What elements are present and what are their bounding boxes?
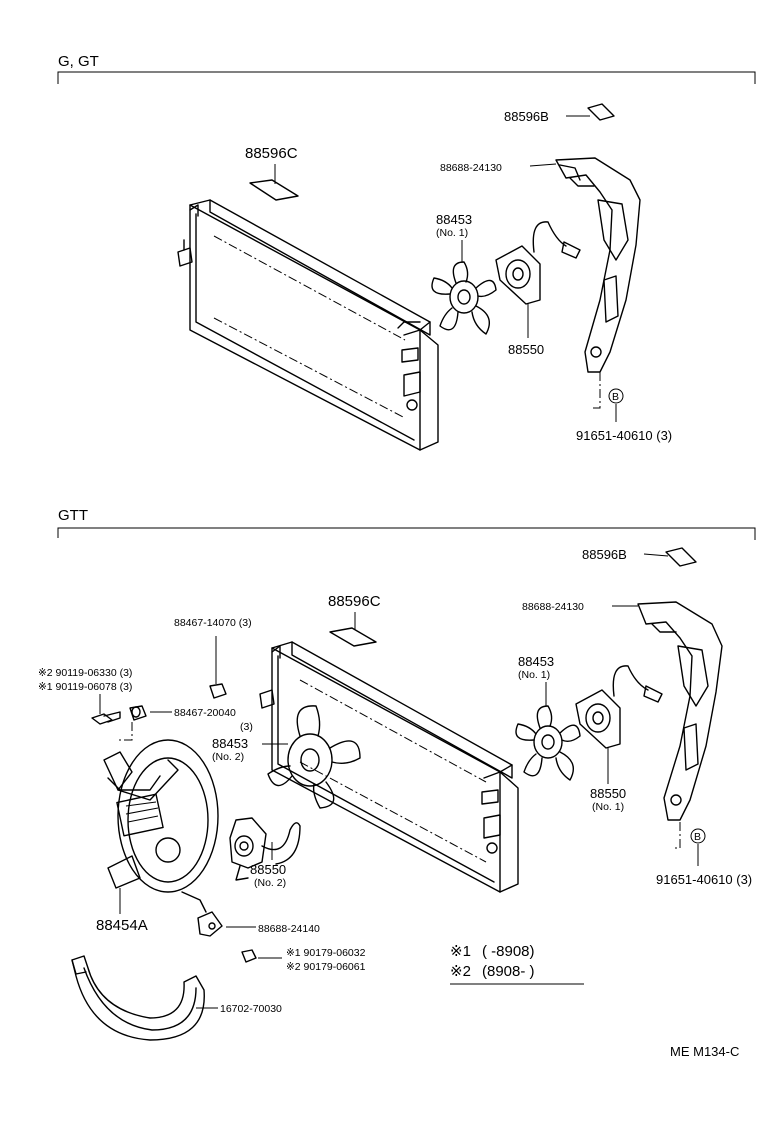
label-88453-no1-lower: 88453 [518,654,554,669]
label-88596c-lower: 88596C [328,593,381,610]
label-88596b-lower: 88596B [582,547,627,562]
legend-box: ※1 ( -8908) ※2 (8908- ) [450,943,584,985]
label-88467-14070: 88467-14070 (3) [174,617,252,629]
circle-b-lower: B [694,831,701,843]
bolt-90179 [241,949,257,963]
label-88550-no2-lower: 88550 [250,862,286,877]
label-star2-90179: ※2 90179-06061 [286,961,366,973]
fan-88453-no2-lower [267,705,361,809]
section-header-g-gt: G, GT [58,53,99,70]
label-88596c-upper: 88596C [245,145,298,162]
circle-b-marker-lower [690,828,706,844]
fan-88453-upper [431,261,497,335]
section-header-gtt: GTT [58,507,88,524]
bolt-90119 [91,711,121,725]
label-star1-90179: ※1 90179-06032 [286,947,366,959]
shroud-cover-16702-70030 [71,955,205,1041]
shroud-bracket-lower [637,601,723,821]
section-bracket-lower [57,527,756,540]
label-88688-24130-upper: 88688-24130 [440,162,502,174]
label-88453-no2-lower: 88453 [212,736,248,751]
label-88550-no1-lower: 88550 [590,786,626,801]
label-plate-88596c-upper [249,179,299,201]
label-plate-88596b-lower [665,547,697,567]
label-88550-no1-lower-sub: (No. 1) [592,801,624,813]
legend-row2-mark: ※2 [450,963,471,980]
label-88467-20040: 88467-20040 [174,707,236,719]
legend-row1-text: ( -8908) [482,943,535,960]
label-88550-no2-lower-sub: (No. 2) [254,877,286,889]
label-plate-88596b-upper [587,103,615,121]
section-bracket-upper [57,71,756,84]
radiator-lower [259,641,519,893]
spacer-88467-20040 [129,705,147,721]
radiator-upper [177,199,439,451]
label-88453-no2-lower-sub: (No. 2) [212,751,244,763]
grommet-88467-14070 [209,636,227,699]
motor-88550-upper [495,221,581,305]
motor-88550-no1-lower [575,665,663,749]
diagram-code: ME M134-C [670,1044,739,1059]
label-88454a: 88454A [96,917,148,934]
label-88688-24130-lower: 88688-24130 [522,601,584,613]
label-88453-no1-lower-sub: (No. 1) [518,669,550,681]
label-88596b-upper: 88596B [504,109,549,124]
legend-row1-mark: ※1 [450,943,471,960]
legend-row2-text: (8908- ) [482,963,535,980]
label-88453-upper-sub: (No. 1) [436,227,468,239]
bracket-88688-24140 [197,911,223,937]
label-star1-90119: ※1 90119-06078 (3) [38,681,132,693]
circle-b-upper: B [612,391,619,403]
label-88467-20040-qty: (3) [240,721,253,733]
motor-88550-no2-lower [229,817,301,881]
label-88453-upper: 88453 [436,212,472,227]
label-91651-upper: 91651-40610 (3) [576,428,672,443]
label-star2-90119: ※2 90119-06330 (3) [38,667,132,679]
label-88550-upper: 88550 [508,342,544,357]
shroud-bracket-upper [555,157,641,373]
label-88688-24140: 88688-24140 [258,923,320,935]
circle-b-marker-upper [608,388,624,404]
label-91651-lower: 91651-40610 (3) [656,872,752,887]
label-plate-88596c-lower [329,627,377,647]
fan-88453-no1-lower [515,705,581,781]
fan-shroud-88454a [103,739,219,913]
label-16702-70030: 16702-70030 [220,1003,282,1015]
